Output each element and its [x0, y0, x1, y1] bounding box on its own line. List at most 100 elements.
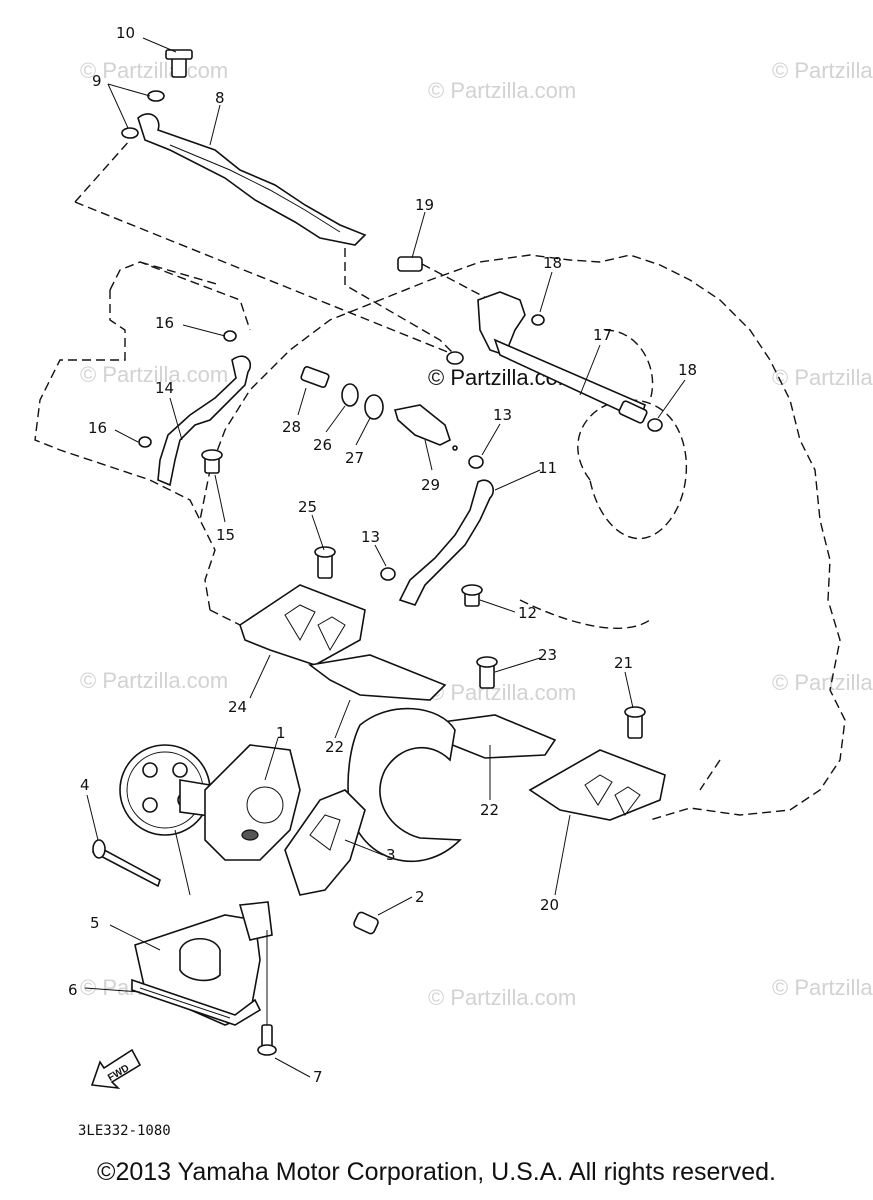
callout-13[interactable]: 13: [361, 528, 380, 546]
callout-19[interactable]: 19: [415, 196, 434, 214]
diagram-part-code: 3LE332-1080: [78, 1123, 171, 1139]
watermark: © Partzilla.com: [772, 58, 873, 83]
oil-delivery-pipe-assembly: [74, 49, 456, 356]
bolt-28[interactable]: [300, 366, 330, 388]
oring-16[interactable]: [223, 330, 237, 342]
pipe-fitting[interactable]: [477, 291, 526, 356]
pipe-14-assembly: [138, 330, 252, 487]
washer-9[interactable]: [147, 90, 165, 102]
callout-2[interactable]: 2: [415, 888, 425, 906]
callout-28[interactable]: 28: [282, 418, 301, 436]
callout-10[interactable]: 10: [116, 24, 135, 42]
bolt-21-head: [624, 706, 646, 718]
oil-pump-assembly: [92, 744, 380, 935]
callout-9[interactable]: 9: [92, 72, 102, 90]
oring-13[interactable]: [468, 455, 484, 469]
callout-21[interactable]: 21: [614, 654, 633, 672]
oil-strainer-assembly: [131, 901, 277, 1056]
oil-pipe-11[interactable]: [398, 479, 494, 606]
oring-16[interactable]: [138, 436, 152, 448]
watermark: © Partzilla.com: [772, 975, 873, 1000]
callout-22[interactable]: 22: [480, 801, 499, 819]
callout-14[interactable]: 14: [155, 379, 174, 397]
callout-1[interactable]: 1: [276, 724, 286, 742]
callout-20[interactable]: 20: [540, 896, 559, 914]
baffle-plate-20[interactable]: [528, 749, 666, 821]
watermark: © Partzilla.com: [80, 58, 228, 83]
pump-cover-3[interactable]: [284, 789, 366, 896]
washer-9[interactable]: [121, 127, 139, 139]
callout-27[interactable]: 27: [345, 449, 364, 467]
watermark: © Partzilla.com: [428, 680, 576, 705]
callout-26[interactable]: 26: [313, 436, 332, 454]
gear-hole: [142, 797, 158, 813]
callout-23[interactable]: 23: [538, 646, 557, 664]
relief-valve-assembly: [300, 366, 484, 469]
gasket-6[interactable]: [131, 978, 262, 1026]
washer-27[interactable]: [364, 394, 384, 420]
gear-hole: [172, 762, 188, 778]
watermark: © Partzilla.com: [772, 365, 873, 390]
callout-7[interactable]: 7: [313, 1068, 323, 1086]
oring-13[interactable]: [380, 567, 396, 581]
callout-18[interactable]: 18: [543, 254, 562, 272]
forward-direction-arrow: FWD: [90, 1048, 142, 1090]
bolt-4-head: [92, 839, 106, 859]
oring-18[interactable]: [531, 314, 545, 326]
callout-4[interactable]: 4: [80, 776, 90, 794]
callout-3[interactable]: 3: [386, 846, 396, 864]
bolt-23-head: [476, 656, 498, 668]
gear-hole: [142, 762, 158, 778]
crank-ring: [347, 707, 462, 863]
bolt-25-head: [314, 546, 336, 558]
callout-11[interactable]: 11: [538, 459, 557, 477]
cylinder-block-outline: [34, 261, 251, 521]
bolt-7-head: [257, 1044, 277, 1056]
callout-13[interactable]: 13: [493, 406, 512, 424]
callout-6[interactable]: 6: [68, 981, 78, 999]
callout-16[interactable]: 16: [155, 314, 174, 332]
callout-22[interactable]: 22: [325, 738, 344, 756]
callout-5[interactable]: 5: [90, 914, 100, 932]
pipe-17-assembly: [397, 256, 663, 432]
baffle-plates: [239, 546, 666, 821]
copyright-notice: ©2013 Yamaha Motor Corporation, U.S.A. A…: [97, 1158, 776, 1186]
watermark: © Partzilla.com: [80, 668, 228, 693]
oring[interactable]: [446, 351, 464, 365]
oring-18[interactable]: [647, 418, 663, 432]
baffle-plate-22[interactable]: [308, 654, 447, 701]
callout-labels: 10 9 8 19 18 17 18 16 16 14 15 28 26 27 …: [68, 24, 697, 1086]
oil-pipe-14[interactable]: [157, 355, 252, 487]
callout-16[interactable]: 16: [88, 419, 107, 437]
callout-17[interactable]: 17: [593, 326, 612, 344]
callout-29[interactable]: 29: [421, 476, 440, 494]
watermark: © Partzilla.com: [428, 985, 576, 1010]
watermark: © Partzilla.com: [80, 362, 228, 387]
bolt-12-head: [461, 584, 483, 596]
pipe-11-assembly: [380, 479, 494, 607]
watermark: © Partzilla.com: [772, 670, 873, 695]
callout-15[interactable]: 15: [216, 526, 235, 544]
callout-18[interactable]: 18: [678, 361, 697, 379]
pipe-17-end: [618, 400, 648, 424]
bolt-15-head: [201, 449, 223, 461]
bolt-19[interactable]: [397, 256, 423, 272]
callout-24[interactable]: 24: [228, 698, 247, 716]
bolt-10-head: [165, 49, 193, 60]
watermark: © Partzilla.com: [428, 78, 576, 103]
callout-25[interactable]: 25: [298, 498, 317, 516]
oil-pump-1[interactable]: [204, 744, 301, 861]
baffle-plate-24[interactable]: [239, 584, 366, 666]
plunger-29[interactable]: [393, 404, 451, 446]
dowel-pin-2[interactable]: [353, 911, 380, 935]
ball: [452, 445, 458, 451]
callout-12[interactable]: 12: [518, 604, 537, 622]
strainer-flange: [238, 901, 273, 941]
leader-lines: [84, 37, 686, 1078]
washer-26[interactable]: [341, 383, 359, 407]
oil-pipe-8[interactable]: [137, 113, 367, 246]
fwd-arrow-icon: [90, 1048, 142, 1090]
callout-8[interactable]: 8: [215, 89, 225, 107]
